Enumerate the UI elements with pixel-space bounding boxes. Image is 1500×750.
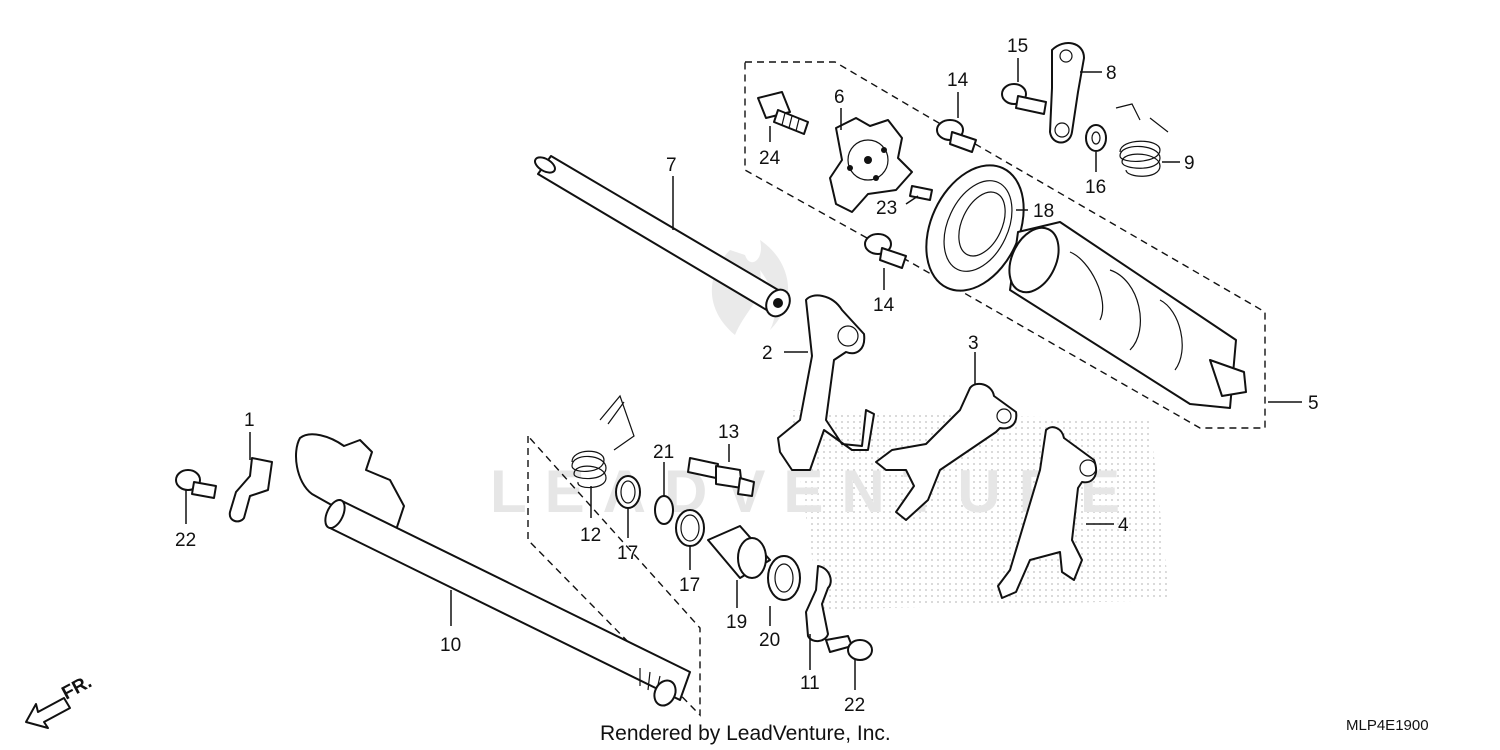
part-19-needle-bearing [707, 525, 771, 579]
callout-10: 10 [440, 635, 461, 656]
part-18-bearing [925, 164, 1025, 292]
group-outline-shift-drum [744, 61, 1266, 429]
callout-17-upper: 17 [617, 543, 638, 564]
part-17-washer-upper [615, 475, 641, 509]
group-outline-shift-spindle [527, 434, 701, 717]
part-24-bolt [757, 91, 809, 135]
callout-21: 21 [653, 442, 674, 463]
part-17-washer-lower [675, 509, 705, 547]
part-10-shift-spindle [295, 433, 691, 707]
part-1-stopper-plate [228, 457, 273, 523]
callout-8: 8 [1106, 63, 1117, 84]
callout-22-right: 22 [844, 695, 865, 716]
part-21-circlip [654, 495, 674, 525]
callout-13: 13 [718, 422, 739, 443]
callout-17-lower: 17 [679, 575, 700, 596]
callout-3: 3 [968, 333, 979, 354]
callout-19: 19 [726, 612, 747, 633]
callout-22-left: 22 [175, 530, 196, 551]
front-direction-marker: FR. [25, 672, 95, 729]
leader-lines [185, 58, 1302, 690]
part-22-bolt-left [175, 469, 217, 499]
part-4-shift-fork [997, 426, 1098, 599]
callout-23: 23 [876, 198, 897, 219]
part-15-bolt [1001, 83, 1047, 115]
callout-4: 4 [1118, 515, 1129, 536]
callout-2: 2 [762, 343, 773, 364]
part-7-fork-shaft [534, 155, 791, 318]
part-14-bolt-upper [936, 119, 977, 153]
callout-15: 15 [1007, 36, 1028, 57]
part-20-oil-seal [767, 555, 801, 601]
callout-18: 18 [1033, 201, 1054, 222]
part-2-shift-fork [777, 294, 875, 471]
callout-1: 1 [244, 410, 255, 431]
callout-12: 12 [580, 525, 601, 546]
part-6-drum-center [829, 117, 913, 213]
part-3-shift-fork [875, 382, 1018, 521]
callout-16: 16 [1085, 177, 1106, 198]
part-12-return-spring [571, 394, 635, 489]
callout-labels: 1 2 3 4 5 6 7 8 9 10 11 12 13 14 14 15 1… [175, 36, 1319, 716]
callout-9: 9 [1184, 153, 1195, 174]
callout-6: 6 [834, 87, 845, 108]
callout-7: 7 [666, 155, 677, 176]
diagram-code: MLP4E1900 [1346, 717, 1429, 734]
front-arrow-icon [25, 697, 71, 729]
part-22-bolt-right [825, 635, 873, 661]
render-credit: Rendered by LeadVenture, Inc. [600, 722, 891, 745]
part-8-stopper-arm [1049, 42, 1085, 144]
part-13-stud [687, 457, 755, 497]
callout-11: 11 [800, 673, 820, 694]
part-23-pin [909, 185, 933, 201]
callout-14-upper: 14 [947, 70, 969, 91]
callout-20: 20 [759, 630, 780, 651]
part-14-bolt-lower [864, 233, 907, 269]
callout-5: 5 [1308, 393, 1319, 414]
part-11-plate [805, 565, 832, 642]
callout-14-lower: 14 [873, 295, 895, 316]
part-9-spring [1115, 103, 1169, 177]
part-16-washer [1085, 124, 1107, 152]
part-5-shift-drum [1008, 221, 1247, 409]
callout-24: 24 [759, 148, 781, 169]
